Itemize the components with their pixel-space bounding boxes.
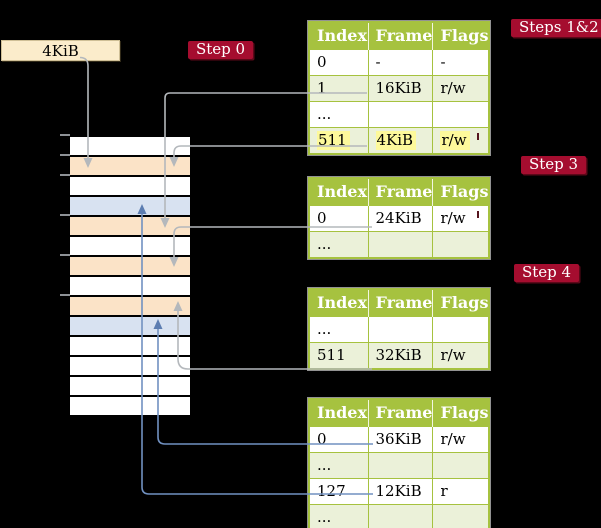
table-cell: ... [308, 316, 369, 343]
memory-frame-free [70, 357, 190, 375]
artifact-mark [477, 133, 479, 140]
table-cell: 32KiB [367, 342, 434, 370]
source-frame-box: 4KiB [1, 40, 120, 61]
address-tick [60, 214, 70, 216]
badge-step-0: Step 0 [188, 41, 254, 59]
column-header-frame: Frame [367, 22, 433, 50]
badge-step-3: Step 3 [521, 156, 587, 174]
address-tick [60, 134, 70, 136]
address-tick [60, 254, 70, 256]
column-header-flags: Flags [432, 178, 490, 206]
memory-frame-frame_peach [70, 297, 190, 315]
memory-frame-frame_peach [70, 217, 190, 235]
highlighted-value: 511 [317, 131, 350, 150]
address-tick [60, 154, 70, 156]
table-cell: r/w [432, 426, 490, 453]
table-row: ... [308, 452, 490, 479]
memory-frame-free [70, 137, 190, 155]
table-cell: r/w [432, 127, 490, 155]
table-cell: r [432, 478, 490, 505]
table-cell: 12KiB [367, 478, 434, 505]
badge-step-4: Step 4 [514, 264, 580, 282]
column-header-index: Index [309, 289, 368, 317]
table-cell [367, 101, 434, 128]
table-cell: 16KiB [367, 75, 434, 102]
column-header-index: Index [309, 22, 368, 50]
table-cell [367, 452, 434, 479]
memory-frame-free [70, 397, 190, 415]
table-row: 511 4KiB r/w [308, 127, 490, 155]
table-cell [367, 504, 434, 528]
column-header-frame: Frame [367, 399, 433, 427]
address-tick [60, 294, 70, 296]
table-cell: - [432, 49, 490, 76]
table-cell [367, 231, 434, 259]
column-header-flags: Flags [432, 22, 490, 50]
memory-frame-free [70, 237, 190, 255]
physical-memory-stack [70, 135, 190, 417]
table-cell [432, 101, 490, 128]
column-header-flags: Flags [432, 399, 490, 427]
table-cell [432, 504, 490, 528]
table-cell: 24KiB [367, 205, 434, 232]
table-row: 0-- [308, 49, 490, 76]
memory-frame-free [70, 377, 190, 395]
column-header-frame: Frame [367, 178, 433, 206]
table-cell: 4KiB [367, 127, 434, 155]
table-cell: ... [308, 504, 369, 528]
memory-frame-frame_peach [70, 157, 190, 175]
table-cell: r/w [432, 205, 490, 232]
memory-frame-frame_blue [70, 197, 190, 215]
highlighted-value: 4KiB [375, 131, 417, 150]
table-row: ... [308, 504, 490, 528]
column-header-index: Index [309, 178, 368, 206]
memory-frame-free [70, 337, 190, 355]
source-frame-label: 4KiB [42, 41, 79, 60]
table-cell: r/w [432, 75, 490, 102]
table-cell: ... [308, 452, 369, 479]
table-cell: r/w [432, 342, 490, 370]
table-row: ... [308, 101, 490, 128]
table-cell: 511 [308, 127, 369, 155]
address-tick [60, 174, 70, 176]
table-cell: 0 [308, 426, 369, 453]
table-cell [432, 452, 490, 479]
table-row: ... [308, 231, 490, 259]
memory-frame-free [70, 277, 190, 295]
table-cell: ... [308, 101, 369, 128]
highlighted-value: r/w [440, 131, 470, 150]
column-header-flags: Flags [432, 289, 490, 317]
memory-frame-free [70, 177, 190, 195]
table-cell: 511 [308, 342, 369, 370]
table-cell: 0 [308, 205, 369, 232]
memory-frame-frame_blue [70, 317, 190, 335]
table-cell: 36KiB [367, 426, 434, 453]
table-cell: 127 [308, 478, 369, 505]
column-header-frame: Frame [367, 289, 433, 317]
table-cell: ... [308, 231, 369, 259]
memory-frame-frame_peach [70, 257, 190, 275]
table-cell: 0 [308, 49, 369, 76]
table-cell [432, 316, 490, 343]
table-cell [432, 231, 490, 259]
column-header-index: Index [309, 399, 368, 427]
table-cell: 1 [308, 75, 369, 102]
table-cell: - [367, 49, 434, 76]
badge-steps-1-2: Steps 1&2 [511, 19, 601, 37]
table-cell [367, 316, 434, 343]
table-row: ... [308, 316, 490, 343]
artifact-mark [477, 211, 479, 218]
